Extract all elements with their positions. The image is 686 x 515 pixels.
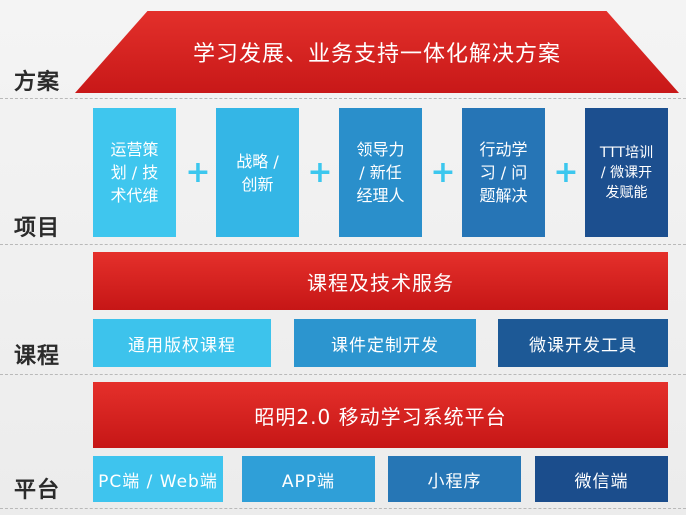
plus-icon: +: [553, 154, 579, 190]
divider-bottom: [0, 508, 686, 509]
project-box-label: TTT培训 / 微课开 发赋能: [599, 144, 654, 201]
project-box-label: 运营策 划 / 技 术代维: [110, 140, 159, 205]
platform-item-pc-web: PC端 / Web端: [93, 456, 223, 502]
platform-item-wechat: 微信端: [535, 456, 668, 502]
divider-project: [0, 244, 686, 245]
course-item-tools: 微课开发工具: [498, 319, 668, 367]
divider-solution: [0, 98, 686, 99]
course-band: 课程及技术服务: [93, 252, 668, 310]
platform-item-label: PC端 / Web端: [98, 471, 218, 492]
course-item-label: 通用版权课程: [128, 335, 236, 356]
project-box-strategy: 战略 / 创新: [216, 108, 299, 237]
platform-item-app: APP端: [242, 456, 375, 502]
project-box-operations: 运营策 划 / 技 术代维: [93, 108, 176, 237]
row-label-platform: 平台: [14, 478, 61, 503]
solution-title: 学习发展、业务支持一体化解决方案: [192, 42, 561, 67]
plus-icon: +: [185, 154, 211, 190]
row-label-project: 项目: [14, 216, 61, 241]
course-item-label: 课件定制开发: [331, 335, 439, 356]
project-box-label: 行动学 习 / 问 题解决: [479, 140, 528, 205]
course-item-label: 微课开发工具: [529, 335, 637, 356]
platform-band-title: 昭明2.0 移动学习系统平台: [254, 404, 507, 429]
platform-item-label: 微信端: [574, 471, 629, 492]
plus-icon: +: [307, 154, 333, 190]
divider-course: [0, 374, 686, 375]
course-band-title: 课程及技术服务: [307, 270, 454, 295]
plus-icon: +: [430, 154, 456, 190]
course-item-custom: 课件定制开发: [294, 319, 476, 367]
platform-item-mini-program: 小程序: [388, 456, 521, 502]
solution-roof: 学习发展、业务支持一体化解决方案: [75, 11, 679, 93]
course-item-copyright: 通用版权课程: [93, 319, 271, 367]
platform-item-label: 小程序: [427, 471, 482, 492]
project-box-ttt: TTT培训 / 微课开 发赋能: [585, 108, 668, 237]
project-box-label: 战略 / 创新: [236, 151, 279, 194]
project-box-label: 领导力 / 新任 经理人: [356, 140, 405, 205]
row-label-solution: 方案: [14, 70, 61, 95]
platform-item-label: APP端: [281, 471, 336, 492]
project-box-leadership: 领导力 / 新任 经理人: [339, 108, 422, 237]
platform-band: 昭明2.0 移动学习系统平台: [93, 382, 668, 448]
row-label-course: 课程: [14, 344, 61, 369]
project-box-action-learning: 行动学 习 / 问 题解决: [462, 108, 545, 237]
